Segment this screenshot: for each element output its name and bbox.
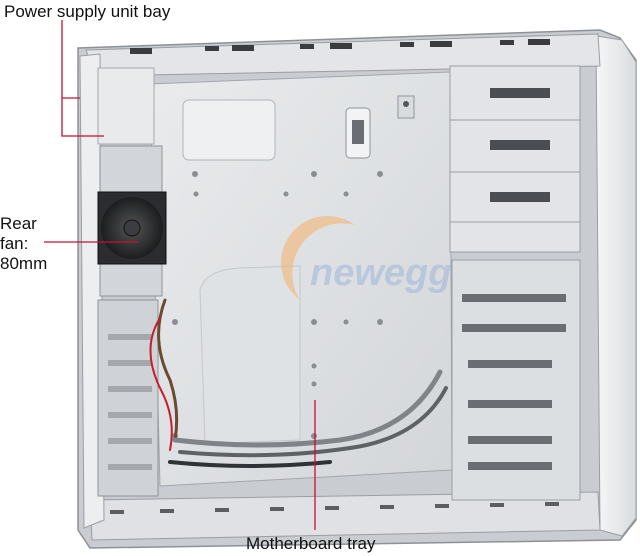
rear-fan-label-line3: 80mm — [0, 254, 48, 273]
watermark-text: newegg — [310, 252, 451, 294]
bottom-rail-slots — [110, 502, 559, 514]
callout-lines — [44, 20, 316, 530]
rear-fan — [97, 191, 167, 265]
rear-fan-label-line1: Rear — [0, 214, 37, 233]
cables — [149, 298, 448, 468]
drive-bays — [449, 65, 581, 501]
top-rail-slots — [130, 39, 550, 54]
power-supply-label: Power supply unit bay — [4, 2, 171, 21]
rear-fan-label-line2: fan: — [0, 234, 29, 253]
motherboard-tray-label: Motherboard tray — [246, 534, 376, 553]
psu-callout-line-lower — [61, 98, 104, 137]
newegg-watermark: newegg — [280, 215, 451, 300]
motherboard-tray — [149, 71, 453, 487]
standoff-holes — [172, 171, 383, 439]
psu-bay — [97, 67, 155, 145]
rear-panel — [97, 145, 163, 497]
